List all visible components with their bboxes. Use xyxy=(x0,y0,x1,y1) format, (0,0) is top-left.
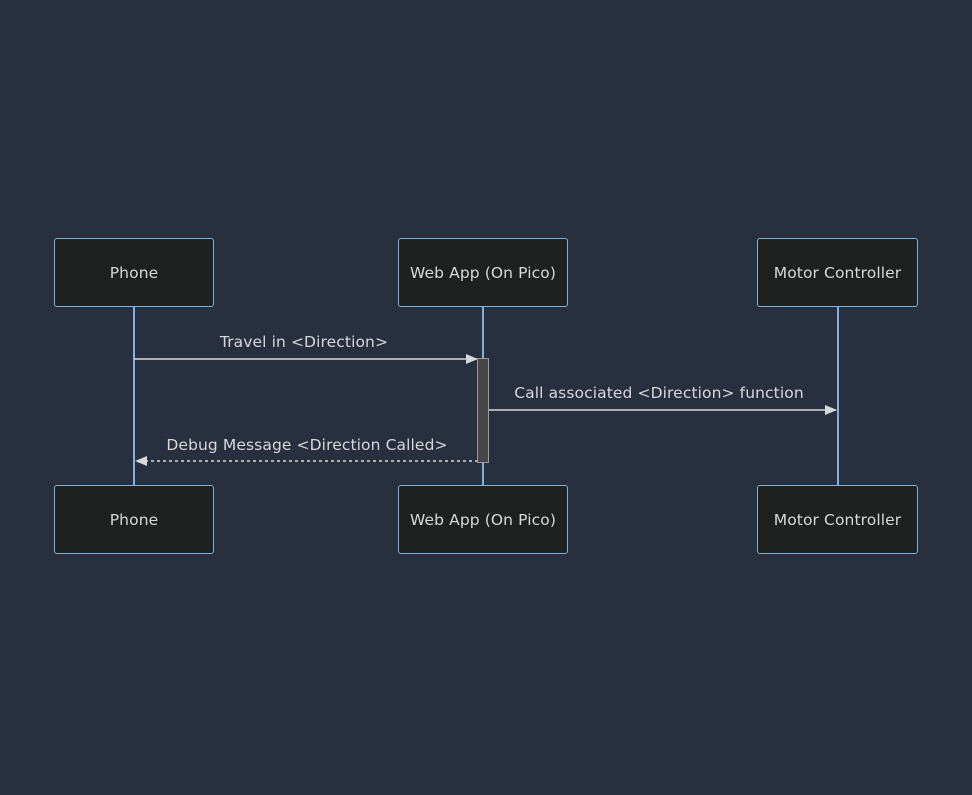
message-label-debug: Debug Message <Direction Called> xyxy=(166,436,448,454)
participant-box-phone-top[interactable]: Phone xyxy=(54,238,214,307)
participant-label-motor-bottom: Motor Controller xyxy=(773,510,902,529)
participant-box-motor-bottom[interactable]: Motor Controller xyxy=(757,485,918,554)
participant-label-phone-bottom: Phone xyxy=(109,510,159,529)
participant-label-webapp-bottom: Web App (On Pico) xyxy=(410,510,556,529)
participant-label-webapp-top: Web App (On Pico) xyxy=(410,263,556,282)
message-arrows-group xyxy=(134,354,837,466)
participant-label-phone-top: Phone xyxy=(109,263,159,282)
participant-box-webapp-bottom[interactable]: Web App (On Pico) xyxy=(398,485,568,554)
participant-box-phone-bottom[interactable]: Phone xyxy=(54,485,214,554)
activation-bar-webapp xyxy=(477,358,489,463)
message-label-travel: Travel in <Direction> xyxy=(219,333,389,351)
message-label-call: Call associated <Direction> function xyxy=(514,384,804,402)
participant-box-webapp-top[interactable]: Web App (On Pico) xyxy=(398,238,568,307)
participant-label-motor-top: Motor Controller xyxy=(773,263,902,282)
participant-box-motor-top[interactable]: Motor Controller xyxy=(757,238,918,307)
